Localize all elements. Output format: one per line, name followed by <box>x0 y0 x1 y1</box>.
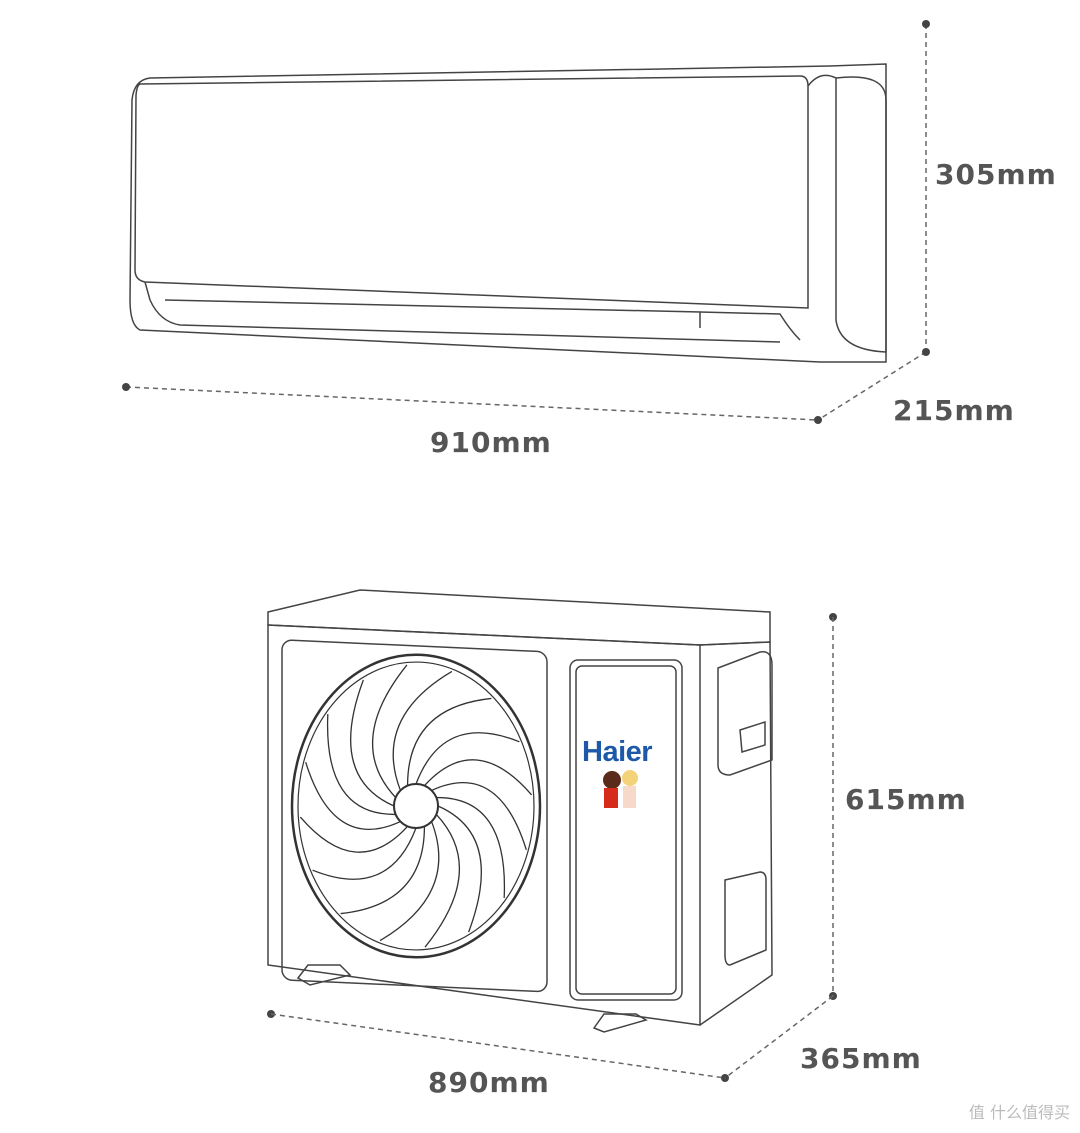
fan-blade <box>379 821 440 942</box>
indoor-width-label: 910mm <box>430 426 552 459</box>
fan-blade <box>392 670 453 791</box>
fan-blade <box>406 697 492 786</box>
fan-blade <box>437 805 482 933</box>
outdoor-dimension-lines <box>270 617 834 1079</box>
watermark: 值 什么值得买 <box>968 1103 1070 1122</box>
fan-blade <box>326 714 396 816</box>
fan-blade <box>436 796 506 898</box>
mascot-icon <box>603 770 638 808</box>
fan-blade <box>299 816 409 853</box>
outdoor-height-label: 615mm <box>845 783 967 816</box>
outdoor-unit-drawing <box>267 589 773 1033</box>
fan-grille <box>290 653 542 959</box>
indoor-dimension-lines <box>125 24 927 421</box>
outdoor-width-label: 890mm <box>428 1066 550 1099</box>
indoor-height-label: 305mm <box>935 158 1057 191</box>
fan-blade <box>424 813 461 948</box>
indoor-depth-label: 215mm <box>893 394 1015 427</box>
fan-blade <box>423 759 533 796</box>
fan-blade <box>350 679 395 807</box>
fan-blade <box>305 762 401 830</box>
fan-ring-inner <box>297 661 535 951</box>
fan-blade <box>340 826 426 915</box>
fan-blade <box>312 827 417 880</box>
indoor-unit-drawing <box>129 63 887 363</box>
fan-hub <box>393 783 439 829</box>
outdoor-depth-label: 365mm <box>800 1042 922 1075</box>
fan-blade <box>415 732 520 785</box>
haier-logo: Haier <box>582 736 653 768</box>
dimension-dots <box>122 20 930 1082</box>
fan-blade <box>431 782 527 850</box>
fan-ring <box>290 653 542 959</box>
fan-blade <box>371 664 408 799</box>
